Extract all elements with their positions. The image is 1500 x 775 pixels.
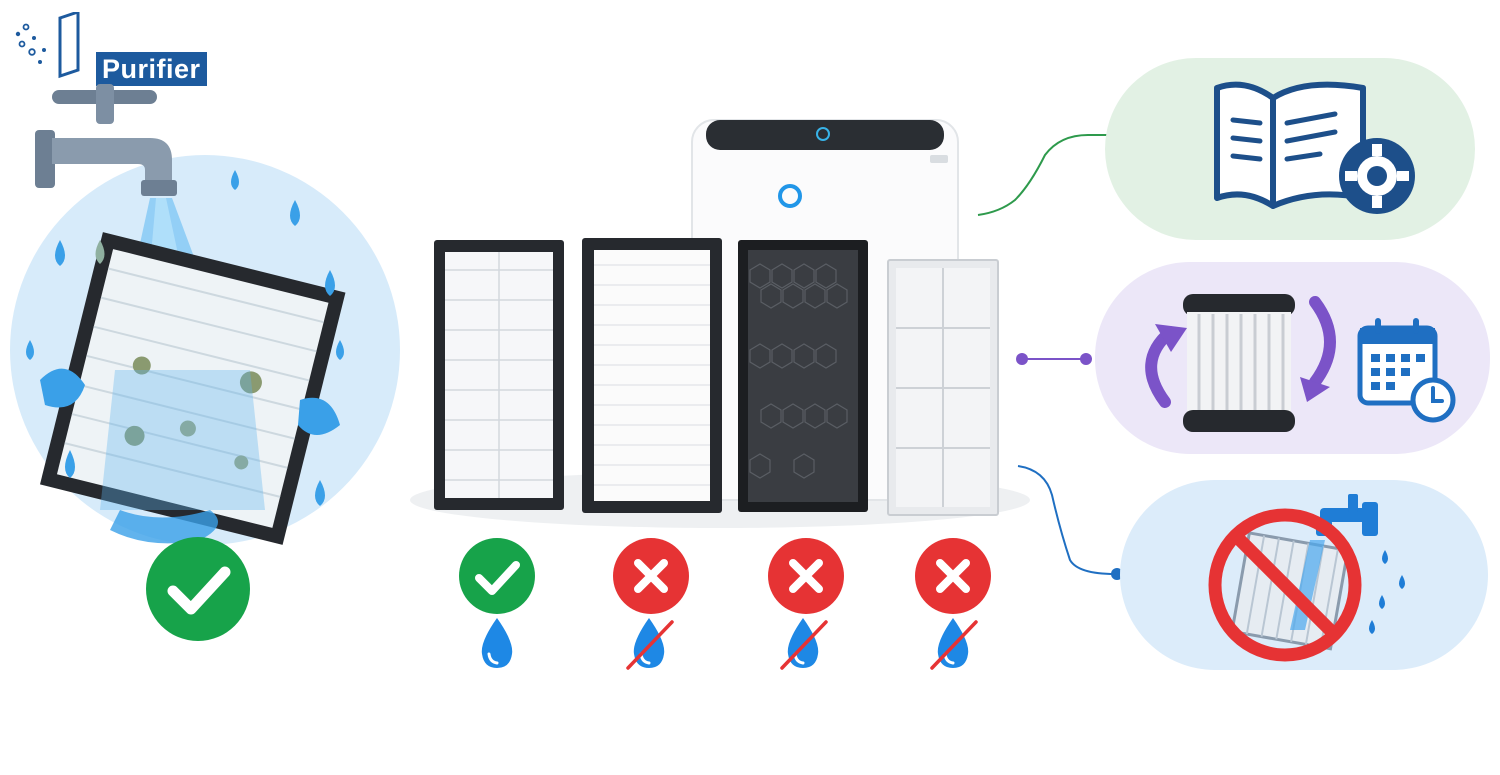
prefilter-panel-icon [434, 240, 564, 510]
door-dots-icon [15, 12, 80, 79]
washable-check-icon [146, 537, 250, 641]
no-water-icon [780, 618, 828, 670]
brand-logo: Purifier [12, 12, 212, 86]
no-water-icon [626, 618, 674, 670]
do-not-wash-panel [1120, 480, 1488, 670]
carbon-filter-icon [738, 240, 868, 512]
replace-filter-schedule-icon [1145, 294, 1456, 432]
do-not-wash-filter-icon [1208, 494, 1405, 662]
replace-filter-panel [1095, 262, 1490, 454]
cross-icon [613, 538, 689, 614]
brand-name: Purifier [96, 52, 207, 86]
cross-icon [768, 538, 844, 614]
water-drop-icon [481, 618, 513, 668]
cross-icon [915, 538, 991, 614]
mesh-filter-icon [887, 259, 999, 516]
check-icon [459, 538, 535, 614]
manual-settings-icon [1214, 81, 1415, 214]
faucet-washing-filter-icon [10, 84, 400, 545]
air-purifier-filters-illustration [410, 119, 1030, 528]
hepa-filter-icon [582, 238, 722, 513]
no-water-icon [930, 618, 978, 670]
manual-settings-panel [1105, 58, 1475, 240]
